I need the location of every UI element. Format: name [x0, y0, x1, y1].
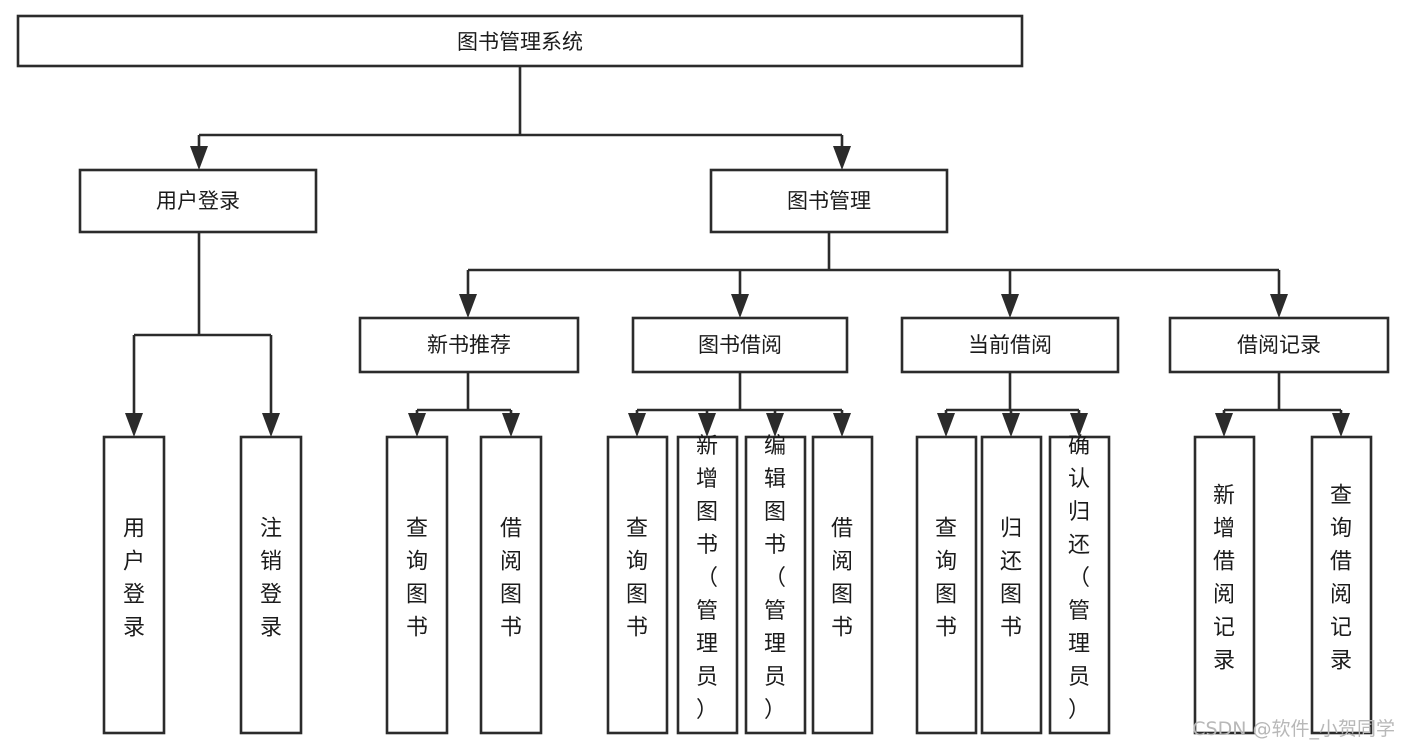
connector-newbook-to-leaves [415, 372, 513, 419]
leaf-add-book-box[interactable] [676, 435, 739, 735]
connector-root-to-bus [197, 66, 844, 152]
leaf-query-record[interactable]: 查询借阅记录 [1310, 435, 1373, 735]
leaf-query-book-3[interactable]: 查询图书 [915, 435, 978, 735]
arrow-to-leaf-edit-book [766, 413, 784, 437]
node-new-book-recommend-box[interactable] [358, 316, 580, 374]
leaf-add-record[interactable]: 新增借阅记录 [1193, 435, 1256, 735]
leaf-add-record-label: 新增借阅记录 [1213, 484, 1235, 674]
leaf-query-book-3-box[interactable] [915, 435, 978, 735]
arrow-to-book-borrow [731, 294, 749, 318]
leaf-user-login[interactable]: 用户登录 [102, 435, 166, 735]
leaf-query-record-label: 查询借阅记录 [1330, 484, 1352, 674]
node-new-book-recommend[interactable]: 新书推荐 [358, 316, 580, 374]
arrow-to-current-borrow [1001, 294, 1019, 318]
leaf-query-book-2-label: 查询图书 [626, 517, 648, 641]
node-root-box[interactable] [16, 14, 1024, 68]
node-current-borrow-box[interactable] [900, 316, 1120, 374]
node-root-label: 图书管理系统 [457, 30, 583, 54]
arrow-to-leaf-user-login [125, 413, 143, 437]
arrow-to-leaf-borrow-book-2 [833, 413, 851, 437]
leaf-add-record-box[interactable] [1193, 435, 1256, 735]
node-user-login-label: 用户登录 [156, 189, 240, 213]
leaf-borrow-book-2-box[interactable] [811, 435, 874, 735]
leaf-return-book-box[interactable] [980, 435, 1043, 735]
leaf-edit-book[interactable]: 编辑图书（管理员） [744, 434, 807, 735]
leaf-user-logout[interactable]: 注销登录 [239, 435, 303, 735]
node-book-manage-box[interactable] [709, 168, 949, 234]
leaf-user-login-box[interactable] [102, 435, 166, 735]
leaf-confirm-return[interactable]: 确认归还（管理员） [1048, 434, 1111, 735]
leaf-query-book-2[interactable]: 查询图书 [606, 435, 669, 735]
leaf-query-book-2-box[interactable] [606, 435, 669, 735]
node-borrow-record-label: 借阅记录 [1237, 333, 1321, 357]
node-new-book-recommend-label: 新书推荐 [427, 333, 511, 357]
leaf-edit-book-box[interactable] [744, 435, 807, 735]
node-borrow-record[interactable]: 借阅记录 [1168, 316, 1390, 374]
leaf-borrow-book-1[interactable]: 借阅图书 [479, 435, 543, 735]
arrow-to-leaf-add-record [1215, 413, 1233, 437]
connector-userlogin-to-leaves [132, 232, 273, 419]
leaf-confirm-return-box[interactable] [1048, 435, 1111, 735]
connector-layer [125, 66, 1350, 437]
connector-currentborrow-to-leaves [944, 372, 1081, 419]
node-book-borrow-box[interactable] [631, 316, 849, 374]
leaf-query-book-1-label: 查询图书 [406, 517, 428, 641]
node-book-manage[interactable]: 图书管理 [709, 168, 949, 234]
arrow-to-leaf-user-logout [262, 413, 280, 437]
arrow-to-user-login [190, 146, 208, 170]
node-root[interactable]: 图书管理系统 [16, 14, 1024, 68]
leaf-query-book-1[interactable]: 查询图书 [385, 435, 449, 735]
leaf-user-logout-box[interactable] [239, 435, 303, 735]
leaf-add-book-label: 新增图书（管理员） [696, 434, 718, 723]
leaf-add-book[interactable]: 新增图书（管理员） [676, 434, 739, 735]
leaf-query-record-box[interactable] [1310, 435, 1373, 735]
node-user-login[interactable]: 用户登录 [78, 168, 318, 234]
node-user-login-box[interactable] [78, 168, 318, 234]
node-borrow-record-box[interactable] [1168, 316, 1390, 374]
connector-borrowrecord-to-leaves [1222, 372, 1343, 419]
arrow-to-leaf-query-book-3 [937, 413, 955, 437]
leaf-return-book[interactable]: 归还图书 [980, 435, 1043, 735]
leaf-borrow-book-2[interactable]: 借阅图书 [811, 435, 874, 735]
arrow-to-leaf-query-book-1 [408, 413, 426, 437]
node-book-manage-label: 图书管理 [787, 189, 871, 213]
arrow-to-leaf-return-book [1002, 413, 1020, 437]
arrow-to-new-book-recommend [459, 294, 477, 318]
csdn-watermark: CSDN @软件_小贺同学 [1192, 718, 1395, 740]
arrow-to-leaf-confirm-return [1070, 413, 1088, 437]
arrow-to-leaf-borrow-book-1 [502, 413, 520, 437]
node-current-borrow-label: 当前借阅 [968, 333, 1052, 357]
leaf-query-book-1-box[interactable] [385, 435, 449, 735]
arrow-to-leaf-query-book-2 [628, 413, 646, 437]
arrow-to-leaf-add-book [698, 413, 716, 437]
leaf-borrow-book-2-label: 借阅图书 [831, 517, 853, 641]
leaf-user-login-label: 用户登录 [123, 517, 145, 641]
leaf-user-logout-label: 注销登录 [260, 517, 282, 641]
leaf-edit-book-label: 编辑图书（管理员） [764, 434, 786, 723]
arrow-to-leaf-query-record [1332, 413, 1350, 437]
node-book-borrow-label: 图书借阅 [698, 333, 782, 357]
connector-bookmanage-to-bus [466, 232, 1281, 300]
leaf-return-book-label: 归还图书 [1000, 517, 1022, 641]
leaf-confirm-return-label: 确认归还（管理员） [1068, 434, 1090, 723]
node-current-borrow[interactable]: 当前借阅 [900, 316, 1120, 374]
leaf-borrow-book-1-box[interactable] [479, 435, 543, 735]
node-book-borrow[interactable]: 图书借阅 [631, 316, 849, 374]
leaf-query-book-3-label: 查询图书 [935, 517, 957, 641]
connector-bookborrow-to-leaves [635, 372, 844, 419]
arrow-to-book-manage [833, 146, 851, 170]
arrow-to-borrow-record [1270, 294, 1288, 318]
leaf-borrow-book-1-label: 借阅图书 [500, 517, 522, 641]
